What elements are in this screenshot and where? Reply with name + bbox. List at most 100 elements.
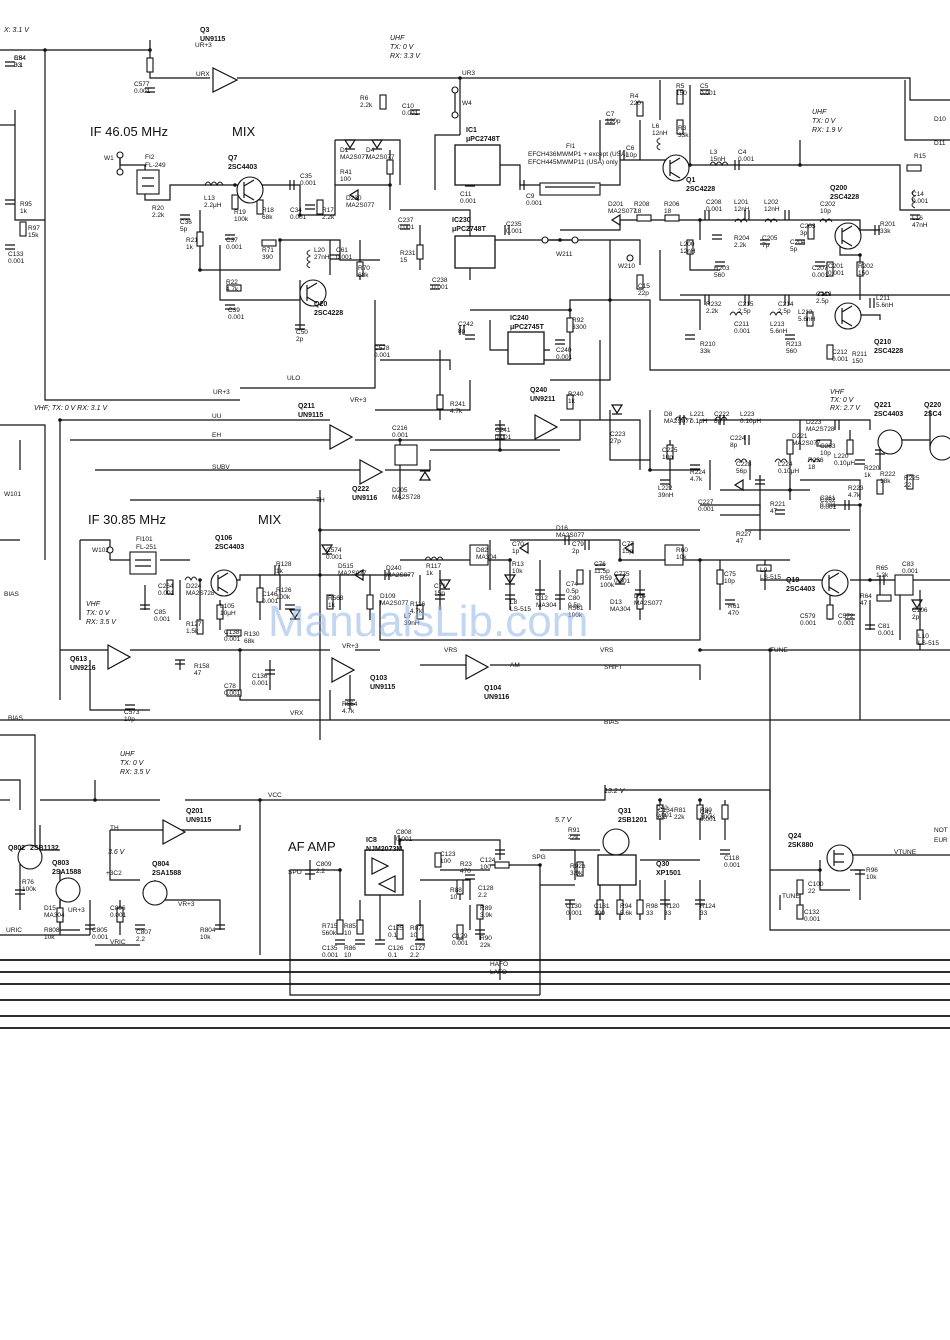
component-value: 0.001 [902, 568, 919, 575]
component-ref: C222 [714, 411, 730, 418]
component-value: 470 [460, 868, 471, 875]
ic230-part: μPC2748T [452, 226, 487, 233]
component-value: 22k [568, 834, 579, 841]
component-ref: C15 [638, 283, 650, 290]
net-ur3: UR+3 [195, 42, 212, 49]
net-spo: SPO [288, 869, 302, 876]
q220-part: 2SC4 [924, 411, 942, 418]
component-ref: C201 [828, 263, 844, 270]
net-vrs2: VRS [600, 647, 614, 654]
component-ref: R564 [342, 701, 358, 708]
component-value: 33 [700, 910, 708, 917]
component-value: 0.001 [402, 110, 419, 117]
component-ref: R241 [450, 401, 466, 408]
component-value: 2.2k [360, 102, 373, 109]
note-uhf-right-1: TX: 0 V [812, 118, 837, 125]
component-value: 0.001 [460, 198, 477, 205]
component-ref: L220 [834, 453, 849, 460]
component-ref: R203 [714, 265, 730, 272]
net-vcc: VCC [268, 792, 282, 799]
component-value: 10p [724, 578, 735, 585]
q222-part: UN9116 [352, 495, 377, 502]
component-ref: R96 [866, 867, 878, 874]
component-value: 0.001 [724, 862, 741, 869]
component-ref: R71 [262, 247, 274, 254]
component-ref: R21 [186, 237, 198, 244]
component-value: 2p [912, 614, 920, 621]
component-value: 2.2 [478, 892, 487, 899]
component-value: 560k [322, 930, 337, 937]
component-ref: L201 [734, 199, 749, 206]
heading-af-amp: AF AMP [288, 839, 336, 854]
component-ref: R98 [646, 903, 658, 910]
component-value: LS-515 [760, 574, 781, 581]
component-ref: R231 [400, 250, 416, 257]
component-value: 0.001 [566, 910, 583, 917]
component-ref: R220 [864, 465, 880, 472]
component-ref: C79 [572, 541, 584, 548]
component-ref: D12 [536, 595, 548, 602]
component-value: 47 [736, 538, 744, 545]
component-ref: R41 [340, 169, 352, 176]
component-ref: C81 [878, 623, 890, 630]
component-value: 12nH [764, 206, 780, 213]
component-ref: R92b [570, 863, 586, 870]
component-value: 22 [808, 888, 816, 895]
component-value: 0.001 [158, 590, 175, 597]
component-value: 0.001 [336, 254, 353, 261]
q7-ref: Q7 [228, 155, 237, 162]
component-value: 0.001 [804, 916, 821, 923]
component-value: 12nH [680, 248, 696, 255]
component-ref: L212 [798, 309, 813, 316]
q24-ref: Q24 [788, 833, 801, 840]
net-uric: URIC [6, 927, 22, 934]
q3-ref: Q3 [200, 27, 209, 34]
component-value: 5p [790, 246, 798, 253]
q211-part: UN9115 [298, 412, 323, 419]
component-value: 0.001 [374, 352, 391, 359]
component-value: 100k [276, 594, 291, 601]
ic1-part: μPC2748T [466, 136, 501, 143]
component-ref: C208 [706, 199, 722, 206]
component-value: 2.2 [316, 868, 325, 875]
component-value: MA2S077 [792, 440, 821, 447]
component-ref: R91 [568, 827, 580, 834]
component-ref: C131 [594, 903, 610, 910]
component-ref: R92 [572, 317, 584, 324]
component-ref: L9 [760, 567, 768, 574]
component-value: 0.001 [432, 284, 449, 291]
note-13v2: 13.2 V [604, 788, 626, 795]
component-value: 10 [450, 894, 458, 901]
component-ref: R22 [226, 279, 238, 286]
component-value: 0.001 [224, 690, 241, 697]
component-value: 68k [262, 214, 273, 221]
component-value: 15k [28, 232, 39, 239]
q804-ref: Q804 [152, 861, 169, 868]
component-value: MA2S077 [340, 154, 369, 161]
component-value: 0.001 [556, 354, 573, 361]
component-ref: R81 [674, 807, 686, 814]
q24-part: 2SK880 [788, 842, 813, 849]
net-vr3: VR+3 [342, 643, 359, 650]
top-wiring [0, 40, 950, 420]
component-ref: R4 [630, 93, 639, 100]
component-value: 0.001 [300, 180, 317, 187]
ic-labels: IC1 μPC2748T IC230 μPC2748T IC240 μPC274… [366, 127, 545, 853]
net-labels: UR+3 URX UR3 W4 W1 W102 W211 W210 W101 U… [4, 42, 948, 976]
component-value: 18 [808, 464, 816, 471]
component-value: 3p [800, 230, 808, 237]
fl251-ref: FI101 [136, 536, 153, 543]
component-value: 0.001 [154, 616, 171, 623]
component-value: 0.001 [878, 630, 895, 637]
component-ref: L6 [652, 123, 660, 130]
net-ur3c: UR+3 [213, 389, 230, 396]
component-ref: C54 [14, 55, 26, 62]
component-value: 390 [262, 254, 273, 261]
q103-part: UN9115 [370, 684, 395, 691]
component-ref: C203 [800, 223, 816, 230]
component-value: 0.001 [700, 816, 717, 823]
component-value: 5.6nH [798, 316, 816, 323]
component-value: 0.001 [396, 836, 413, 843]
q240-part: UN9211 [530, 396, 555, 403]
component-ref: R17 [322, 207, 334, 214]
